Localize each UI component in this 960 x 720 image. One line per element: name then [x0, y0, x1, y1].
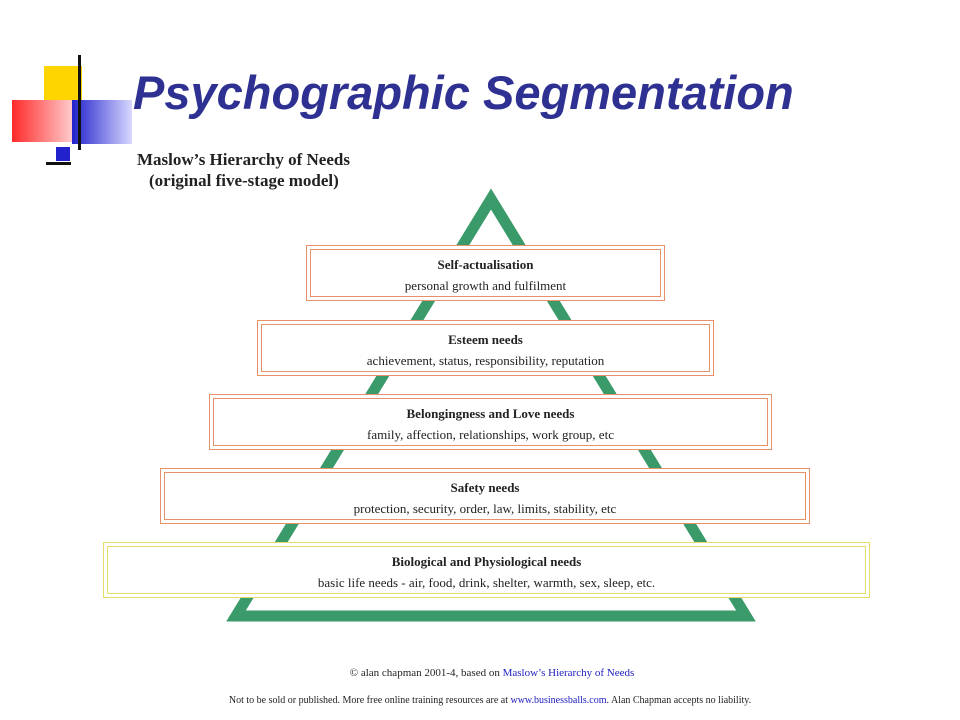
- copyright-credit: © alan chapman 2001-4, based on Maslow’s…: [12, 667, 960, 679]
- level-name: Belongingness and Love needs: [406, 406, 575, 421]
- copyright-text: © alan chapman 2001-4, based on: [349, 667, 503, 679]
- pyramid-level-belongingness: Belongingness and Love needs family, aff…: [209, 394, 772, 450]
- diagram-heading-line1: Maslow’s Hierarchy of Needs: [137, 150, 350, 169]
- level-name: Safety needs: [450, 480, 520, 495]
- diagram-heading: Maslow’s Hierarchy of Needs (original fi…: [137, 149, 397, 191]
- maslow-source-link[interactable]: Maslow’s Hierarchy of Needs: [502, 667, 635, 679]
- level-description: family, affection, relationships, work g…: [367, 427, 614, 442]
- slide-title: Psychographic Segmentation: [133, 66, 794, 119]
- pyramid-level-physiological: Biological and Physiological needs basic…: [103, 542, 870, 598]
- level-name: Biological and Physiological needs: [391, 554, 582, 569]
- disclaimer-suffix: . Alan Chapman accepts no liability.: [606, 695, 752, 706]
- pyramid-level-esteem: Esteem needs achievement, status, respon…: [257, 320, 714, 376]
- level-description: protection, security, order, law, limits…: [353, 501, 617, 516]
- disclaimer-text: Not to be sold or published. More free o…: [228, 695, 511, 706]
- disclaimer-credit: Not to be sold or published. More free o…: [10, 695, 960, 706]
- decorative-logo-blocks: [12, 55, 132, 165]
- pyramid-level-safety: Safety needs protection, security, order…: [160, 468, 810, 524]
- level-description: personal growth and fulfilment: [404, 278, 567, 293]
- level-name: Self-actualisation: [437, 257, 534, 272]
- level-description: basic life needs - air, food, drink, she…: [317, 575, 656, 590]
- businessballs-link[interactable]: www.businessballs.com: [510, 695, 607, 706]
- level-name: Esteem needs: [448, 332, 523, 347]
- pyramid-level-self-actualisation: Self-actualisation personal growth and f…: [306, 245, 665, 301]
- diagram-heading-line2: (original five-stage model): [149, 171, 339, 190]
- level-description: achievement, status, responsibility, rep…: [366, 353, 605, 368]
